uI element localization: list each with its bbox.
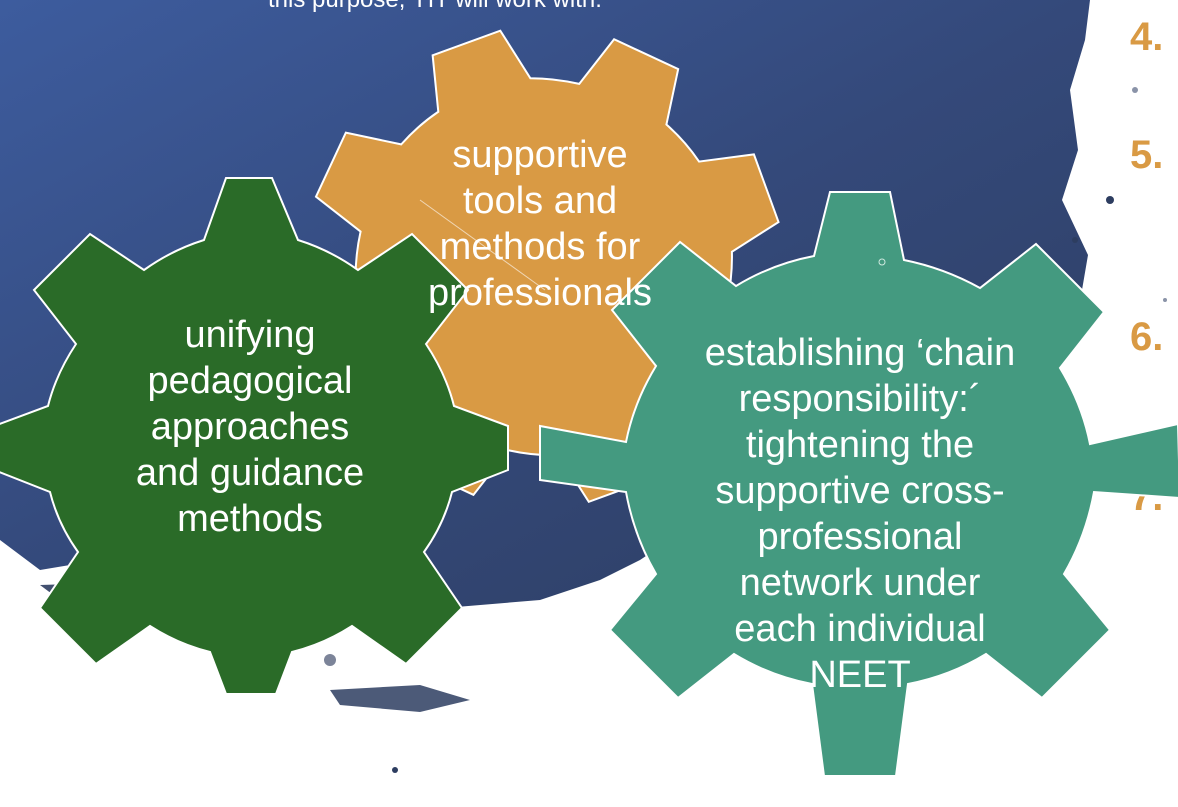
orange-line-3-bold: methods [439,226,586,268]
list-number-5: 5. [1130,133,1164,177]
gear-green [0,177,509,695]
green-line-2: pedagogical [147,360,353,402]
orange-line-4: professionals [428,272,652,314]
decor-line [419,199,546,291]
teal-line-4: supportive cross- [715,470,1005,512]
list-number-6: 6. [1130,315,1164,359]
orange-line-2: tools and [462,180,618,222]
green-line-1: unifying [184,314,316,356]
teal-line-7: each individual [734,608,986,650]
list-number-4: 4. [1130,15,1164,59]
teal-line-1: establishing [704,332,916,374]
gear-teal [539,191,1178,777]
gear-green-text: unifying pedagogical approaches and guid… [120,312,380,542]
teal-line-6: network under [739,562,981,604]
teal-line-1-bold: ‘chain [915,332,1016,374]
gear-teal-text: establishing ‘chain responsibility:´ tig… [680,330,1040,698]
green-line-3: approaches [150,406,350,448]
teal-line-2: responsibility:´ [738,378,982,420]
teal-line-5: professional [757,516,963,558]
orange-line-3-rest: for [585,226,641,268]
green-line-5: methods [177,498,323,540]
teal-line-3: tightening the [745,424,975,466]
gear-orange-text: supportive tools and methods for profess… [380,132,700,316]
teal-line-8: NEET [809,654,911,696]
intro-text: this purpose, YIT will work with: [268,0,788,14]
green-line-4: and guidance [135,452,365,494]
orange-line-1: supportive [452,134,628,176]
